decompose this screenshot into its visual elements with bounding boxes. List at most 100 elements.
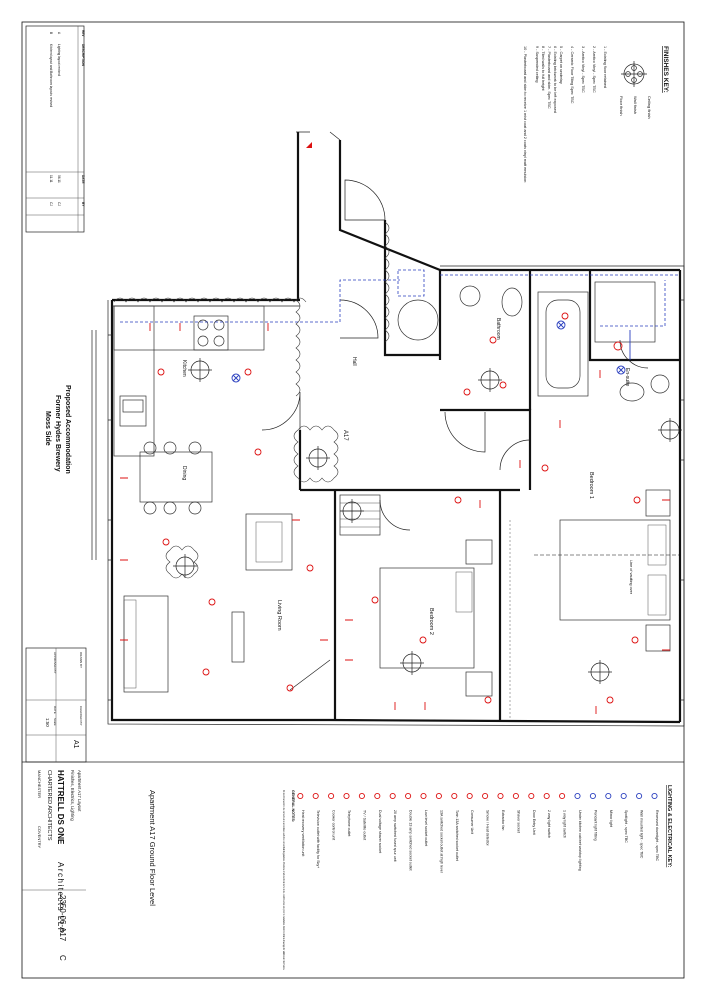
rev-row-b-date: 11.11 [49,175,53,183]
title-firm-tag: Architects LLP [56,862,65,935]
finish-marker-hall2 [340,499,364,523]
svg-text:Moss Side: Moss Side [44,411,51,446]
room-label-bedroom1: Bedroom 1 [588,472,594,499]
lighting-key-symbol-icon [374,792,381,800]
lighting-key-item: Television outlet with facility for Sky+ [316,810,320,868]
lighting-key-symbol-icon [512,792,519,800]
downlight-icon [157,368,314,692]
door-swing-bedroom1 [499,439,531,471]
finish-marker-kitchen [188,358,212,382]
lighting-key-item: Telephone outlet [347,810,351,836]
lighting-key-symbol-icon [328,792,335,800]
finish-note-8: 8 - Tiled walls to full height [541,46,545,91]
lighting-key-item: Mirror light [609,810,613,827]
finish-marker-bedroom1 [588,660,612,684]
lighting-key-symbol-icon [466,792,473,800]
lighting-key-item: Cooker control unit [332,810,336,840]
electrical-symbols [120,142,682,714]
finish-note-6: 6 - Existing brickwork to be left expose… [553,46,557,113]
lighting-key-symbol-icon [405,792,412,800]
lighting-key-item: Consumer Unit [470,810,474,834]
lighting-key-item: Shaver socket [516,810,520,833]
basin-ensuite [650,374,670,394]
revision-cloud-bathroom [384,221,390,343]
title-scale-label: Scale [53,718,57,726]
title-date-label: DATE [53,706,57,714]
tv-unit [231,611,245,663]
apartment-label: A17 [342,430,348,441]
title-firm-name: HATTRELL DS ONE [56,770,65,845]
lighting-key-symbol-icon [420,792,427,800]
bed-bedroom1 [559,489,671,652]
finish-marker-living [173,554,197,578]
lighting-key-item: 2 way light switch [547,810,551,838]
project-title: Proposed Accommodation Former Hydes Brew… [44,385,71,474]
rev-row-a-date: 06.11 [57,175,61,183]
dining-table [139,451,213,503]
lighting-key-symbol-icon [605,792,612,800]
revision-cloud-hall [293,425,339,483]
finish-label-ceiling: Ceiling finish [647,96,652,119]
lighting-key-symbol-icon [620,792,627,800]
lighting-key-item: Double 13 amp switched socket outlet [409,810,413,871]
outer-wall-left [110,300,330,722]
room-label-kitchen: Kitchen [181,360,187,377]
finishes-key: FINISHES KEY: Ceiling finish Wall finish… [523,46,669,182]
lighting-key-symbol-icon [435,792,442,800]
wc-ensuite [619,382,645,402]
rev-row-b-desc: Kitchen layout and Bathroom layouts revi… [49,44,53,107]
door-swing-kitchen [261,391,301,431]
finish-note-9: 9 - Suspended ceiling [535,46,539,83]
revision-table: REV DESCRIPTION DATE BY A Lighting layou… [25,25,85,233]
finish-note-2: 2 - Amtico Vinyl - Spec TBC [592,46,596,93]
lighting-key-item: 13A switched socket outlet at high level [439,810,443,873]
lighting-key-symbol-icon [636,792,643,800]
title-office-manchester: MANCHESTER [37,770,42,798]
finish-note-5: 5 - Carpet on underlay [559,46,563,84]
lighting-key-item: Wall mounted light - spec TBC [640,810,644,859]
kitchen-worktop-left [113,305,155,457]
armchair [245,513,293,571]
lighting-electrical-key: LIGHTING & ELECTRICAL KEY: Recessed down… [282,785,672,970]
lighting-key-symbol-icon [482,792,489,800]
general-notes-text: All electrical work to be carried out in… [282,790,286,970]
general-notes-title: GENERAL NOTES: [291,790,295,822]
svg-text:Former Hydes Brewery: Former Hydes Brewery [54,395,61,472]
lighting-key-symbol-icon [297,792,304,800]
lighting-key-items: Recessed downlight - spec TBC Wall mounte… [301,810,659,873]
room-label-dining: Dining [181,466,187,480]
lighting-key-item: 1 way light switch [563,810,567,838]
lighting-key-symbol-icon [358,792,365,800]
wiring-route [120,279,400,323]
lighting-key-item: Recessed downlight - spec TBC [655,810,659,861]
windows [108,299,684,701]
door-swing-ensuite [619,339,649,369]
finish-symbol-icon [621,61,647,87]
rev-header-date: DATE [81,175,85,183]
lighting-key-item: Door Entry Unit [532,810,536,835]
rev-header-by: BY [81,202,85,207]
lighting-key-symbol-icon [389,792,396,800]
title-project-line-2: Finishes, Electrics, Lighting [70,770,75,821]
room-label-ensuite: En-suite [624,368,630,387]
lighting-key-item: Low level socket outlet [424,810,428,846]
lighting-key-item: Dual voltage shaver socket [378,810,382,853]
title-drawing-number: 2350-06-A17 [58,895,67,942]
finish-note-7: 7 - Plasterboard and skim. Spec TBC [547,46,551,109]
room-label-bathroom: Bathroom [495,318,501,340]
wc-bathroom [501,287,523,317]
rev-row-a-by: CJ [57,202,61,206]
finishes-key-title: FINISHES KEY: [662,46,669,93]
door-swing-entrance [344,179,386,221]
door-swing-bathroom [444,411,486,453]
hob [193,315,229,351]
shower-tray [594,281,656,343]
lighting-key-item: Under kitchen cabinet worktop lighting [578,810,582,871]
kitchen-worktop [113,305,265,351]
bath [537,291,589,397]
rev-row-a-desc: Lighting layout revised [57,44,61,76]
title-drawn-label: DRAWN BY [79,652,83,668]
finish-note-3: 3 - Amtico Vinyl - Spec TBC [581,46,585,93]
lighting-key-symbol-icon [543,792,550,800]
